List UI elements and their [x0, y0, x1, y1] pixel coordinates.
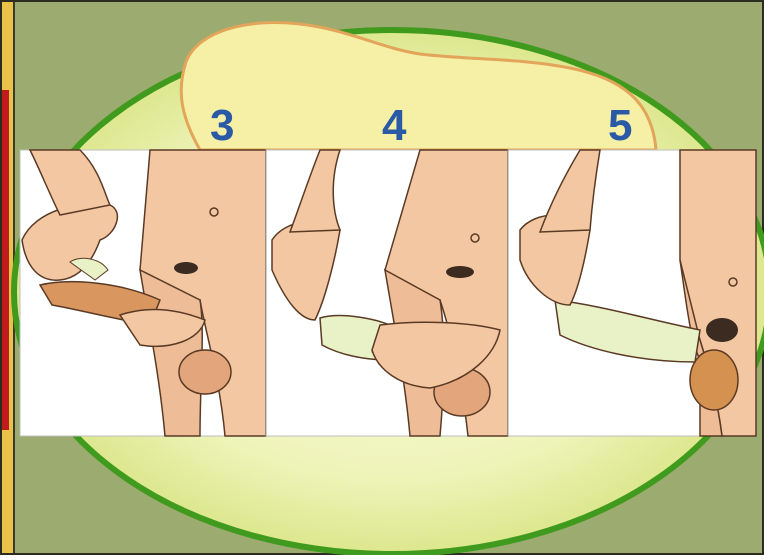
panel-step-5: [508, 150, 756, 436]
step-number-3: 3: [210, 104, 234, 148]
panel-step-3: [20, 150, 266, 436]
panel-step-4: [266, 150, 508, 436]
step-number-4: 4: [382, 104, 406, 148]
step-number-5: 5: [608, 104, 632, 148]
